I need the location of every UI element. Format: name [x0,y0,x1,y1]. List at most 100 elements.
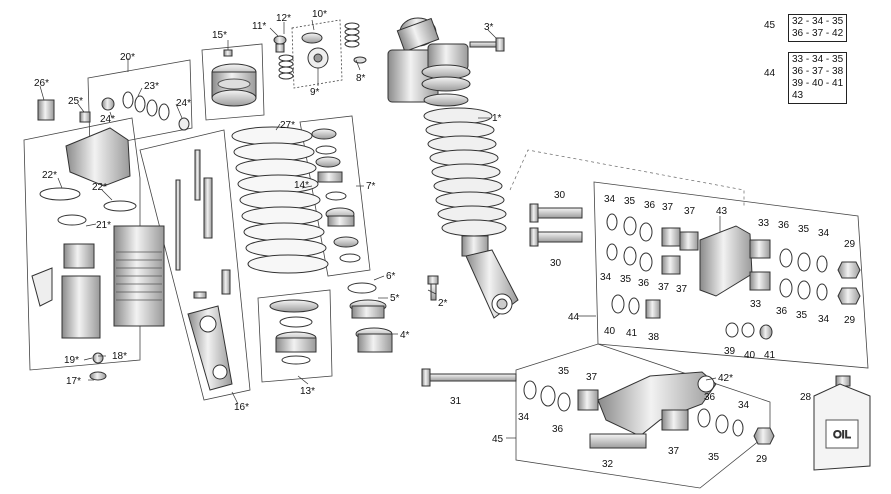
callout-43: 43 [716,206,728,217]
callout-34a: 34 [604,194,616,205]
callout-35f: 35 [708,452,720,463]
callout-36d: 36 [776,306,788,317]
shock-absorber-assembly [387,17,519,319]
callout-35a: 35 [624,196,636,207]
callout-35c: 35 [798,224,810,235]
callout-37c: 37 [684,206,696,217]
legend-group-45-line: 32 - 34 - 35 [792,16,844,27]
legend-group-44-box: 33 - 34 - 35 36 - 37 - 38 39 - 40 - 41 4… [788,52,848,104]
linkage-dashed-outline [509,149,745,208]
callout-36c: 36 [778,220,790,231]
lower-parts-13 [269,299,319,365]
callout-3: 3* [484,22,494,33]
legend-group-45-id: 45 [764,20,776,31]
callout-23: 23* [144,81,159,92]
callout-44: 44 [568,312,580,323]
callout-34d: 34 [818,314,830,325]
callout-36f: 36 [704,392,716,403]
callout-18: 18* [112,351,127,362]
callout-34e: 34 [518,412,530,423]
callout-33b: 33 [750,299,762,310]
group-13-box [257,289,333,383]
group-15-box [201,43,265,121]
callout-35d: 35 [796,310,808,321]
parts-20-23-24 [101,91,190,131]
callout-29a: 29 [844,239,856,250]
callout-11: 11* [252,21,266,32]
callout-9: 9* [310,87,320,98]
callout-27: 27* [280,120,295,131]
parts-4-5-6 [347,282,393,353]
callout-16: 16* [234,402,249,413]
callout-15: 15* [212,30,227,41]
callout-35e: 35 [558,366,570,377]
callout-7: 7* [366,181,376,192]
callout-14: 14* [294,180,309,191]
callout-34c: 34 [818,228,830,239]
callout-26: 26* [34,78,49,89]
callout-35b: 35 [620,274,632,285]
callout-24a: 24* [100,114,115,125]
callout-4: 4* [400,330,410,341]
adjuster-15 [211,49,257,107]
nuts-29 [753,261,861,445]
group-44-box [593,181,869,369]
callout-30b: 30 [550,258,562,269]
callout-29b: 29 [844,315,856,326]
legend-group-44-line: 36 - 37 - 38 [792,66,844,77]
callout-37b: 37 [658,282,670,293]
spring-14 [231,126,329,274]
callout-37d: 37 [676,284,688,295]
callout-20: 20* [120,52,135,63]
callout-45: 45 [492,434,504,445]
callout-41a: 41 [626,328,638,339]
linkage-assembly-45 [421,368,744,449]
callout-40a: 40 [604,326,616,337]
callout-37e: 37 [586,372,598,383]
callout-41b: 41 [764,350,776,361]
callout-13: 13* [300,386,315,397]
legend-group-45-line: 36 - 37 - 42 [792,28,844,39]
callout-36e: 36 [552,424,564,435]
callout-8: 8* [356,73,366,84]
callout-30a: 30 [554,190,566,201]
callout-24b: 24* [176,98,191,109]
seal-stack-7 [311,128,361,263]
callout-12: 12* [276,13,291,24]
callout-38: 38 [648,332,660,343]
callout-42: 42* [718,373,733,384]
bolt-3 [469,37,505,52]
callout-37a: 37 [662,202,674,213]
group-7-box [299,115,371,277]
callout-29c: 29 [756,454,768,465]
callout-36a: 36 [644,200,656,211]
linkage-assembly-44 [529,203,828,340]
oil-label: OIL [833,429,851,441]
legend-group-44-line: 43 [792,90,804,101]
callout-28: 28 [800,392,812,403]
callout-21: 21* [96,220,111,231]
oil-bottle-28: OIL [813,375,871,471]
callout-17: 17* [66,376,81,387]
callout-32: 32 [602,459,614,470]
callout-34b: 34 [600,272,612,283]
group-16-box [139,129,251,401]
callout-19: 19* [64,355,79,366]
callout-31: 31 [450,396,462,407]
bolt-2 [427,275,439,301]
callout-37f: 37 [668,446,680,457]
shaft-assembly-16 [175,149,233,391]
callout-5: 5* [390,293,400,304]
callout-6: 6* [386,271,396,282]
callout-40b: 40 [744,350,756,361]
callout-36b: 36 [638,278,650,289]
callout-22a: 22* [42,170,57,181]
callout-33a: 33 [758,218,770,229]
group-20-box [87,59,193,149]
callout-22b: 22* [92,182,107,193]
legend-group-45-box: 32 - 34 - 35 36 - 37 - 42 [788,14,848,42]
reservoir-assembly [31,99,165,381]
callout-2: 2* [438,298,448,309]
legend-group-44-id: 44 [764,68,776,79]
